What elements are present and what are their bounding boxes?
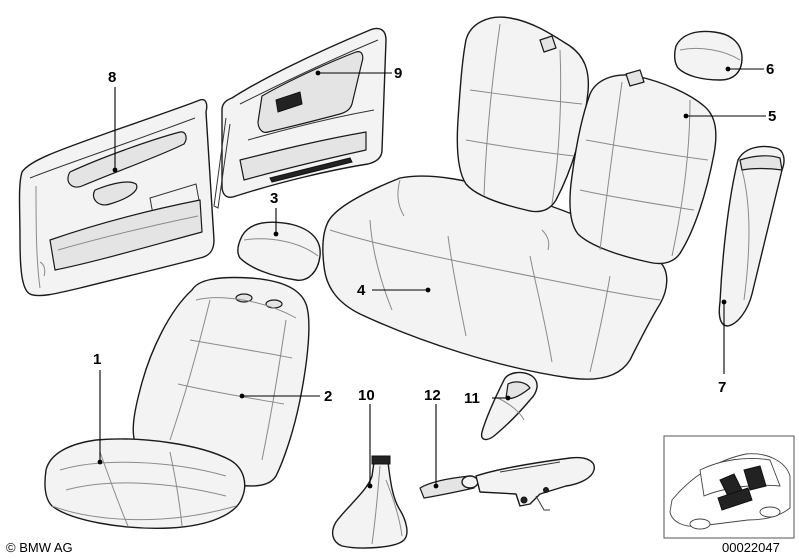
- side-bolster[interactable]: [718, 145, 785, 327]
- handbrake-boot[interactable]: [480, 371, 538, 441]
- rear-headrest[interactable]: [673, 30, 743, 81]
- rear-door-trim-panel[interactable]: [213, 27, 387, 209]
- front-door-trim-panel[interactable]: [18, 98, 215, 297]
- callout-7: 7: [718, 379, 726, 396]
- callout-3: 3: [270, 190, 278, 207]
- callout-8: 8: [108, 69, 116, 86]
- front-headrest[interactable]: [237, 221, 321, 281]
- callout-9: 9: [394, 65, 402, 82]
- gear-shift-boot[interactable]: [331, 455, 408, 549]
- diagram-number: 00022047: [722, 540, 780, 555]
- rear-backrest-left[interactable]: [456, 16, 590, 213]
- copyright-text: © BMW AG: [6, 540, 73, 555]
- front-seat-backrest[interactable]: [132, 276, 310, 487]
- callout-2: 2: [324, 388, 332, 405]
- callout-12: 12: [424, 387, 441, 404]
- callout-labels: 1 2 3 4 5 6 7 8 9 10 11 12: [93, 61, 776, 407]
- front-seat-cushion[interactable]: [44, 438, 246, 529]
- vehicle-location-inset: [663, 435, 795, 539]
- callout-10: 10: [358, 387, 375, 404]
- callout-6: 6: [766, 61, 774, 78]
- leader-lines: [97, 66, 766, 489]
- rear-backrest-right[interactable]: [569, 69, 717, 265]
- callout-4: 4: [357, 282, 366, 299]
- handbrake-lever[interactable]: [419, 456, 595, 511]
- callout-5: 5: [768, 108, 776, 125]
- callout-11: 11: [464, 390, 480, 407]
- callout-1: 1: [93, 351, 101, 368]
